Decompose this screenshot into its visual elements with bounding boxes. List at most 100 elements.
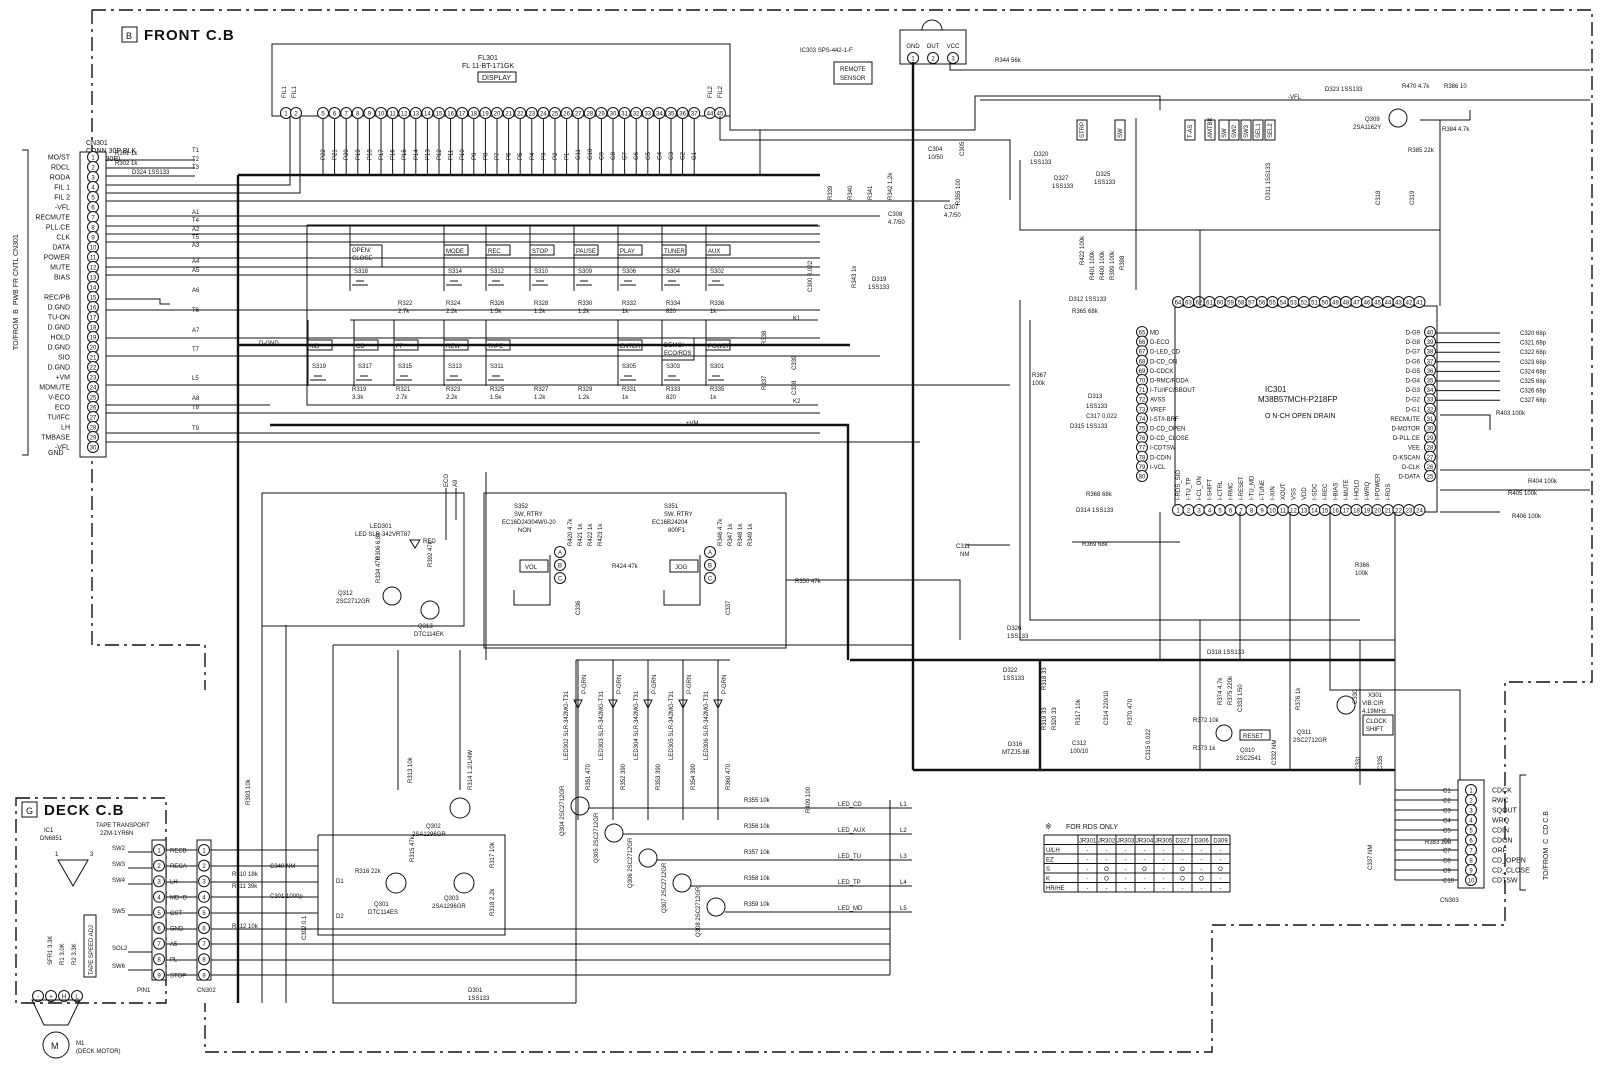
ic301-pin-58: 58 [1238, 301, 1245, 307]
fl301-pin-2: 2 [294, 112, 298, 118]
d311-label: D311 [1266, 185, 1272, 200]
r406-label: R406 100k [1512, 514, 1542, 520]
cn302-pin-4: 4 [202, 895, 206, 901]
ic301-pin-44: 44 [1385, 301, 1392, 307]
cn303-tag-C8: C8 [1443, 859, 1451, 865]
switch-top-7-ref: S302 [710, 269, 725, 275]
fl301-pin-32: 32 [633, 112, 640, 118]
svg-text:R374 4.7k: R374 4.7k [1218, 677, 1224, 705]
ic301-pin-4: 4 [1208, 509, 1212, 515]
switch-bottom-7-ref: S301 [710, 364, 725, 370]
q303-ref: Q303 [444, 896, 459, 902]
rds-cell-3-6: O [1180, 867, 1185, 873]
rds-cell-2-5: - [1163, 858, 1165, 864]
cn302-pin-5-circle [198, 906, 210, 919]
ic301-pin-name-79: I-VCL [1150, 465, 1166, 471]
switch-bottom-6-label-b: ECO/RDS [664, 351, 691, 357]
d301-ref: D301 [468, 988, 483, 994]
led301-ref: LED301 [370, 524, 392, 530]
res-top-R336: R336 [710, 301, 725, 307]
deck-switch-SW5: SW5 [112, 909, 126, 915]
svg-text:R318 2.2k: R318 2.2k [490, 888, 496, 916]
res-bot-val-R321: 2.7k [396, 395, 408, 401]
ic301-bottom-name-0: I-RDS_SIO [1176, 470, 1182, 500]
r339-label: R339 [828, 185, 834, 200]
encoder-label-1: JOG [675, 565, 688, 571]
ic301-pin-name-25: D-DATA [1399, 475, 1420, 481]
svg-text:C315 0.022: C315 0.022 [1146, 728, 1152, 760]
rds-cell-2-8: - [1220, 858, 1222, 864]
encoder-label-box-1 [669, 559, 699, 573]
ic301-pin-18: 18 [1353, 509, 1360, 515]
ic301-bottom-name-6: I-RESET [1239, 476, 1245, 500]
fl301-pin-11-circle [386, 107, 399, 119]
r399-label: R399 [1110, 265, 1116, 280]
deck-pin-name-RECB: RECB [170, 849, 187, 855]
net-LED_TU: LED_TU [838, 854, 861, 860]
transistor-Q304 [570, 796, 590, 816]
encoder-1-pin-C-circle [704, 572, 716, 584]
cn303-pin-10-circle [1465, 874, 1477, 886]
ic301-bottom-name-14: I-REC [1323, 483, 1329, 500]
ic301-pin-name-69: D-CDCK [1150, 369, 1173, 375]
encoder-0-pin-A-circle [554, 546, 566, 558]
fl301-pin-14: 14 [424, 112, 431, 118]
jumper-1: SW [1118, 128, 1124, 138]
ic301-pin-71: 71 [1139, 388, 1146, 394]
cn303-pin-4: 4 [1469, 819, 1473, 825]
encoder-sub-1: 800F1 [668, 528, 686, 534]
net-tag-A2: A2 [192, 227, 200, 233]
rds-cell-3-8: O [1218, 867, 1223, 873]
c307-ref: C307 [944, 205, 959, 211]
ic301-pin-9: 9 [1260, 509, 1264, 515]
fl301-pin-19-circle [479, 107, 492, 119]
ic301-pin-34: 34 [1427, 388, 1434, 394]
res-bot-R335: R335 [710, 387, 725, 393]
ic301-pin-name-30: D-MOTOR [1391, 427, 1420, 433]
fl301-pin-7: 7 [345, 112, 349, 118]
jumper-box-2 [1184, 119, 1196, 141]
ic301-pin-27: 27 [1427, 455, 1434, 461]
cn301-pin-name-20: D.GND [47, 345, 70, 352]
fl301-grid-P21: P21 [333, 149, 339, 160]
rds-cell-3-7: - [1201, 867, 1203, 873]
ic301-bottom-name-1: I-TU_TP [1187, 477, 1193, 500]
switch-top-0-ref: S318 [354, 269, 369, 275]
ic301-pin-8: 8 [1250, 509, 1254, 515]
ic301-pin-67: 67 [1139, 350, 1146, 356]
ic303-pin-1: 1 [911, 57, 915, 63]
cn303-pin-name-2: RWC [1492, 798, 1509, 805]
ic301-pin-25-circle [1424, 470, 1436, 482]
deck-pin-label: PIN1 [137, 988, 151, 994]
svg-text:SFR1 3.3K: SFR1 3.3K [48, 936, 54, 965]
c304-ref: C304 [928, 147, 943, 153]
ic301-pin-23: 23 [1406, 509, 1413, 515]
cn301-pin-2: 2 [91, 166, 95, 172]
net-tag-A1: A1 [192, 210, 200, 216]
net-LED_AUX: LED_AUX [838, 828, 865, 834]
remote-label-2: SENSOR [840, 76, 866, 82]
rds-cell-3-1: - [1087, 867, 1089, 873]
net-tag-T2: T2 [192, 157, 200, 163]
ic301-pin-11: 11 [1280, 509, 1287, 515]
ic301-pin-38: 38 [1427, 350, 1434, 356]
ic303-pin-2-circle [927, 52, 939, 64]
rds-cell-2-2: - [1106, 858, 1108, 864]
cn303-pin-name-9: CD_CLOSE [1492, 868, 1530, 875]
r385-label: R385 22k [1408, 148, 1435, 154]
ic301-pin-name-33: D-G2 [1406, 398, 1421, 404]
fl301-grid-G8: G8 [611, 151, 617, 160]
d316-part: MTZJ5.6B [1002, 750, 1030, 756]
switch-bottom-3-ref: S313 [448, 364, 463, 370]
fl301-pin-37: 37 [691, 112, 698, 118]
fl301-pin-5-circle [317, 107, 329, 119]
cn301-pin-name-29: TMBASE [41, 435, 70, 442]
cn301-pin-15: 15 [90, 296, 97, 302]
deck-pin-6: 6 [157, 927, 161, 933]
fl301-grid-P20: P20 [344, 149, 350, 160]
switch-top-6-label: TUNER [664, 249, 685, 255]
cn301-pin-19: 19 [90, 336, 97, 342]
ic301-pin-50: 50 [1322, 301, 1329, 307]
